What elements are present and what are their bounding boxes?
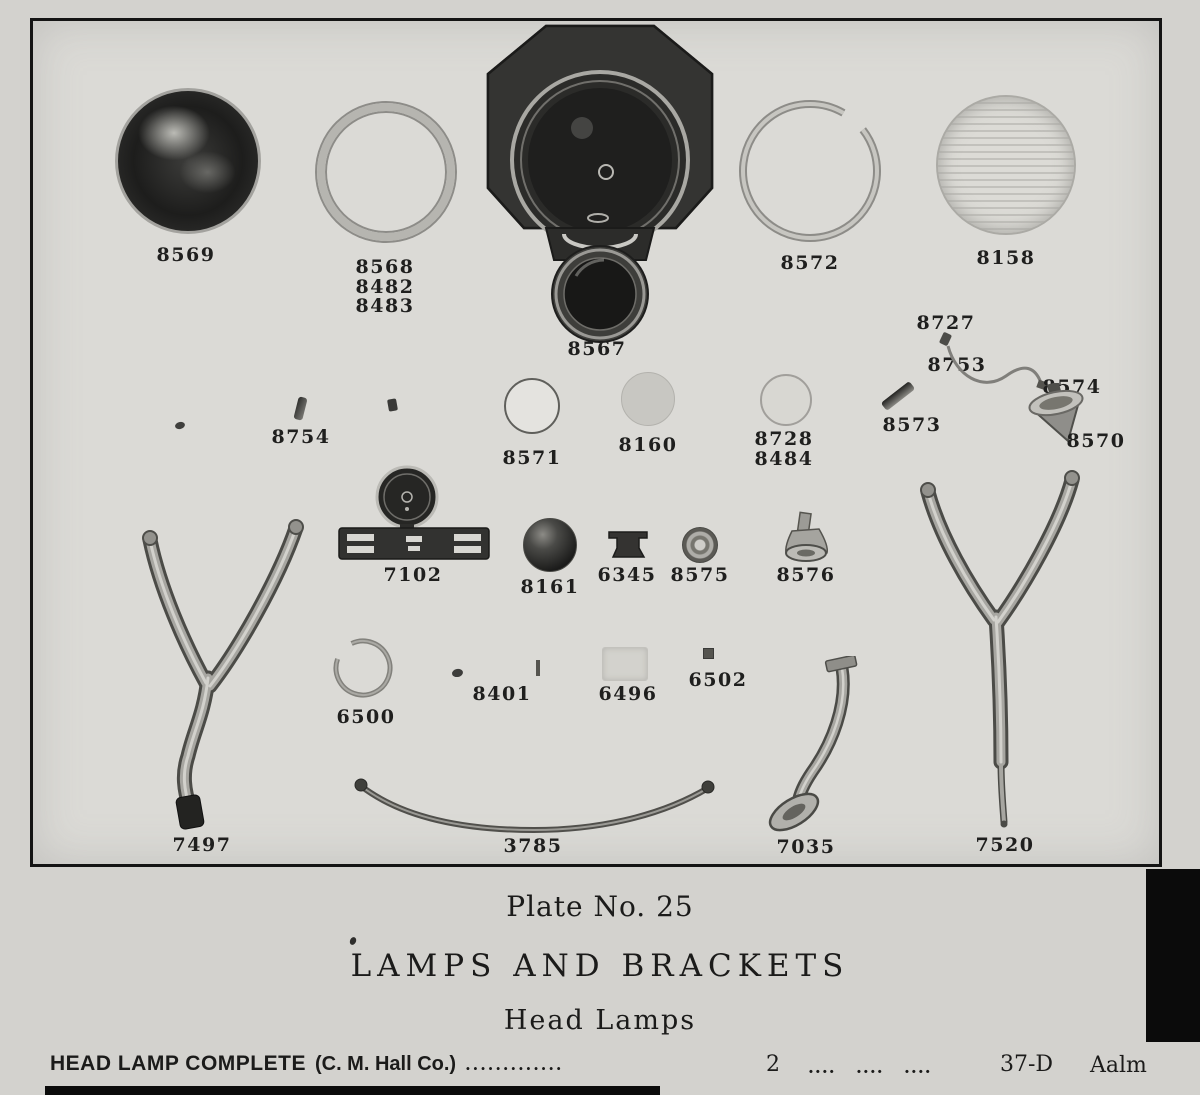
ring-illustration-6500 <box>333 638 393 698</box>
rim-illustration-8568 <box>317 103 455 241</box>
part-label-8727: 8727 <box>916 312 976 334</box>
rivet-illustration-2 <box>387 398 398 412</box>
part-label-6502: 6502 <box>688 669 748 691</box>
plate-code: 37-D <box>1000 1052 1054 1077</box>
knob-illustration-8161 <box>523 518 577 572</box>
part-label-8401: 8401 <box>472 683 532 705</box>
catalog-item-maker: (C. M. Hall Co.) <box>314 1053 457 1075</box>
disc-illustration-8728 <box>760 374 812 426</box>
dots-column-3: .... <box>904 1058 932 1078</box>
dots-column-1: .... <box>808 1058 836 1078</box>
part-label-8570: 8570 <box>1066 430 1126 452</box>
disc-illustration-8575 <box>682 527 718 563</box>
part-label-8572: 8572 <box>780 252 840 274</box>
part-label-8483: 8483 <box>355 295 415 317</box>
bracket-illustration-7035 <box>768 656 858 832</box>
scan-edge-artifact-right <box>1146 869 1200 1042</box>
part-label-7520: 7520 <box>975 834 1035 856</box>
part-label-6345: 6345 <box>597 564 657 586</box>
rod-illustration-3785 <box>354 778 715 834</box>
part-label-8728: 8728 <box>754 428 814 450</box>
ink-speck <box>348 936 358 946</box>
part-label-8576: 8576 <box>776 564 836 586</box>
part-label-7497: 7497 <box>172 834 232 856</box>
plate-number-caption: Plate No. 25 <box>506 890 694 923</box>
part-label-8484: 8484 <box>754 448 814 470</box>
part-label-8482: 8482 <box>355 276 415 298</box>
reflector-illustration-8569 <box>115 88 261 234</box>
cup-illustration-6345 <box>608 531 648 558</box>
part-label-8573: 8573 <box>882 414 942 436</box>
disc-illustration-8160 <box>621 372 675 426</box>
part-label-7035: 7035 <box>776 836 836 858</box>
headlamp-illustration-8567 <box>486 24 714 343</box>
dots-column-2: .... <box>856 1058 884 1078</box>
part-label-8568: 8568 <box>355 256 415 278</box>
section-subtitle: Head Lamps <box>503 1005 697 1036</box>
fork-bracket-illustration-7520 <box>920 470 1080 828</box>
part-label-8160: 8160 <box>618 434 678 456</box>
fork-bracket-illustration-7497 <box>142 519 304 830</box>
part-label-8575: 8575 <box>670 564 730 586</box>
catalog-entry-row: HEAD LAMP COMPLETE (C. M. Hall Co.) ....… <box>50 1052 564 1076</box>
part-label-8567: 8567 <box>567 338 627 360</box>
part-label-8571: 8571 <box>502 447 562 469</box>
catalog-item-name: HEAD LAMP COMPLETE <box>50 1052 306 1075</box>
wire-illustration-8753 <box>946 345 1048 391</box>
part-label-6500: 6500 <box>336 706 396 728</box>
ring-illustration-8571 <box>504 378 560 434</box>
part-label-8569: 8569 <box>156 244 216 266</box>
part-label-8158: 8158 <box>976 247 1036 269</box>
funnel-illustration-8576 <box>785 511 828 562</box>
pin-illustration-small <box>536 660 540 676</box>
part-label-3785: 3785 <box>503 835 563 857</box>
part-label-6496: 6496 <box>598 683 658 705</box>
reflector-illustration-8570 <box>1028 383 1084 443</box>
scan-edge-artifact-bottom <box>45 1086 660 1095</box>
bracket-illustration-7102 <box>338 465 490 560</box>
lens-illustration-8158 <box>936 95 1076 235</box>
quantity-value: 2 <box>766 1052 780 1077</box>
plate-illustration-6496 <box>602 647 648 681</box>
part-label-7102: 7102 <box>383 564 443 586</box>
section-title: LAMPS AND BRACKETS <box>350 948 850 984</box>
part-label-8161: 8161 <box>520 576 580 598</box>
margin-note: Aalm <box>1090 1053 1147 1078</box>
square-illustration-6502 <box>703 648 714 659</box>
part-label-8754: 8754 <box>271 426 331 448</box>
dot-leader: ............. <box>465 1055 564 1074</box>
rim-illustration-8572 <box>739 99 881 242</box>
